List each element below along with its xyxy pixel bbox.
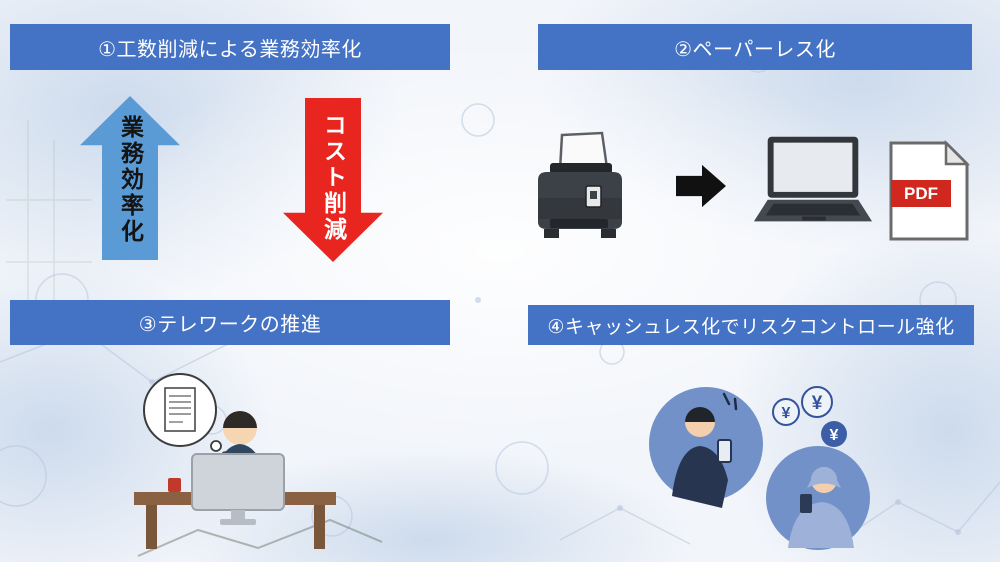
laptop-keyboard xyxy=(765,203,861,216)
monitor xyxy=(191,453,285,525)
yen-symbols: ¥ ¥ ¥ xyxy=(772,386,847,447)
printer-display-screen xyxy=(590,191,597,199)
banner-workload-efficiency-label: ①工数削減による業務効率化 xyxy=(98,38,362,61)
banner-cashless: ④キャッシュレス化でリスクコントロール強化 xyxy=(528,305,974,345)
yen-coin-3: ¥ xyxy=(830,427,839,444)
pdf-red-band xyxy=(891,180,951,207)
banner-paperless-label: ②ペーパーレス化 xyxy=(674,38,836,61)
printer-icon xyxy=(538,131,622,238)
yen-coin-2: ¥ xyxy=(812,393,823,414)
printer-feed-slot xyxy=(550,163,612,174)
pdf-fold-corner xyxy=(944,140,970,166)
receipt-document xyxy=(164,387,196,432)
laptop-icon xyxy=(753,136,873,222)
printer-front-panel xyxy=(538,198,622,219)
telework-illustration xyxy=(134,373,336,549)
smartphone xyxy=(717,439,732,463)
banner-telework-label: ③テレワークの推進 xyxy=(138,314,322,336)
cashless-illustration: ¥ ¥ ¥ xyxy=(649,386,870,550)
pdf-label: PDF xyxy=(904,184,938,203)
banner-paperless: ②ペーパーレス化 xyxy=(538,24,972,70)
yen-coin-1: ¥ xyxy=(782,405,791,422)
printer-output-tray xyxy=(550,219,608,228)
alert-lines xyxy=(722,392,738,411)
printer-foot-left xyxy=(544,229,559,238)
speech-bubble xyxy=(143,373,229,459)
banner-workload-efficiency: ①工数削減による業務効率化 xyxy=(10,24,450,70)
cost-down-arrow-label: コスト削減 xyxy=(320,113,347,243)
chart-line-decoration xyxy=(137,518,383,557)
efficiency-up-arrow-label: 業務効率化 xyxy=(117,115,144,245)
printer-foot-right xyxy=(601,229,616,238)
laptop-trackpad xyxy=(802,216,826,221)
smartphone xyxy=(800,494,812,513)
person-paying xyxy=(649,387,763,508)
person-receiving xyxy=(766,446,870,550)
banner-cashless-label: ④キャッシュレス化でリスクコントロール強化 xyxy=(547,316,955,338)
laptop-screen xyxy=(773,142,853,192)
banner-telework: ③テレワークの推進 xyxy=(10,300,450,345)
pdf-file-icon: PDF xyxy=(889,140,970,241)
coffee-mug xyxy=(168,478,181,492)
